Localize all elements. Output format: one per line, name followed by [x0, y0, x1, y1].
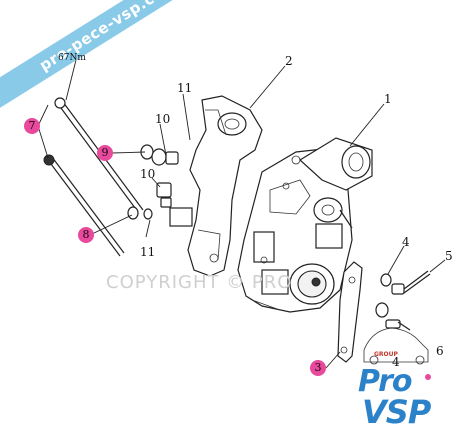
- callout-10-lower: 10: [140, 167, 156, 181]
- watermark-copyright: COPYRIGHT © PRO: [106, 272, 293, 293]
- callout-6: 6: [436, 344, 444, 358]
- logo-vsp-text: VSP: [362, 393, 431, 431]
- callout-5: 5: [445, 249, 453, 263]
- mounting-bracket: [169, 95, 263, 277]
- leader-lines: [37, 59, 446, 369]
- callout-3-highlight: 3: [310, 360, 326, 376]
- callout-11-upper: 11: [177, 81, 193, 95]
- callout-7-highlight: 7: [24, 118, 40, 134]
- car-outline-icon: [363, 327, 431, 380]
- long-bolts: [43, 97, 153, 257]
- small-hardware: [375, 270, 431, 331]
- callout-9-highlight: 9: [97, 145, 113, 161]
- callout-2: 2: [285, 54, 293, 68]
- callout-10-upper: 10: [155, 112, 171, 126]
- gearbox-body: [237, 137, 373, 313]
- logo-dot-icon: [425, 374, 431, 380]
- logo-pro-text: Pro: [358, 364, 412, 399]
- link-arm: [337, 261, 363, 363]
- callout-4-upper: 4: [402, 235, 410, 249]
- callout-4-lower: 4: [392, 355, 400, 369]
- logo-group-text: GROUP: [374, 351, 398, 358]
- washers-and-nuts: [140, 144, 179, 208]
- callout-1: 1: [384, 92, 392, 106]
- callout-8-highlight: 8: [78, 227, 94, 243]
- callout-11-lower: 11: [140, 245, 156, 259]
- torque-label: 67Nm: [58, 53, 86, 63]
